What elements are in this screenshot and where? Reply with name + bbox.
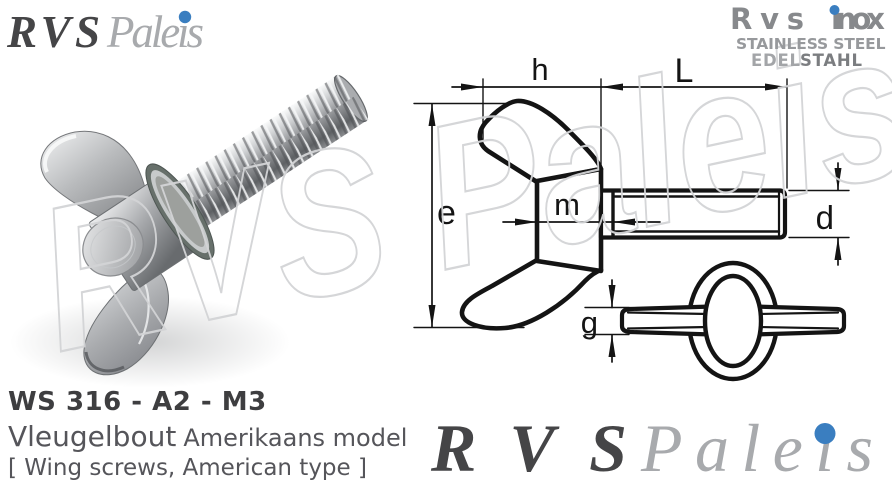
inox-logo-word2: ınox (831, 3, 885, 36)
dim-label-g: g (581, 305, 598, 340)
dimension-arrows (428, 83, 842, 357)
inox-logo-word1: Rvs (730, 3, 804, 36)
edelstahl-text-light: EDEL (751, 51, 800, 70)
side-view-wing-upper (477, 98, 604, 185)
logo-top-left: RVS Paleıs (6, 7, 204, 57)
product-code: WS 316 - A2 - M3 (8, 387, 267, 417)
side-view-hub (534, 166, 604, 274)
photo-thread (180, 74, 369, 225)
dim-label-e: e (437, 194, 456, 232)
logo-rvs-text-large: RVS (430, 421, 627, 483)
logo-bottom-right: RVS Paleıs (430, 421, 873, 483)
top-view-right-wing (752, 304, 847, 337)
top-view (619, 260, 847, 382)
logo-blue-dot-large (814, 423, 836, 444)
dimension-labels: h L e m d g (437, 52, 834, 340)
inox-blue-dot (829, 5, 840, 15)
photo-hub-face (82, 217, 144, 277)
technical-drawing: h L e m d g (413, 52, 850, 382)
dim-label-d: d (816, 199, 834, 236)
product-name-en: [ Wing screws, American type ] (8, 454, 367, 481)
logo-blue-dot (178, 10, 192, 24)
logo-paleis-text-large: Paleıs (640, 421, 873, 483)
product-photo (10, 74, 369, 388)
logo-top-right: Rvs ınox STAINLESS STEEL EDEL STAHL (730, 3, 886, 70)
stainless-steel-text: STAINLESS STEEL (736, 35, 886, 53)
edelstahl-text-dark: STAHL (800, 51, 862, 70)
top-view-left-wing (619, 304, 715, 337)
dim-label-L: L (675, 52, 694, 90)
dim-label-h: h (531, 52, 548, 87)
side-view-shaft (598, 188, 788, 240)
product-name-main: Vleugelbout (8, 419, 177, 453)
product-name-sub: Amerikaans model (183, 423, 408, 452)
photo-screw-axis (88, 74, 369, 291)
dim-label-m: m (554, 187, 580, 222)
logo-rvs-text: RVS (6, 7, 100, 57)
